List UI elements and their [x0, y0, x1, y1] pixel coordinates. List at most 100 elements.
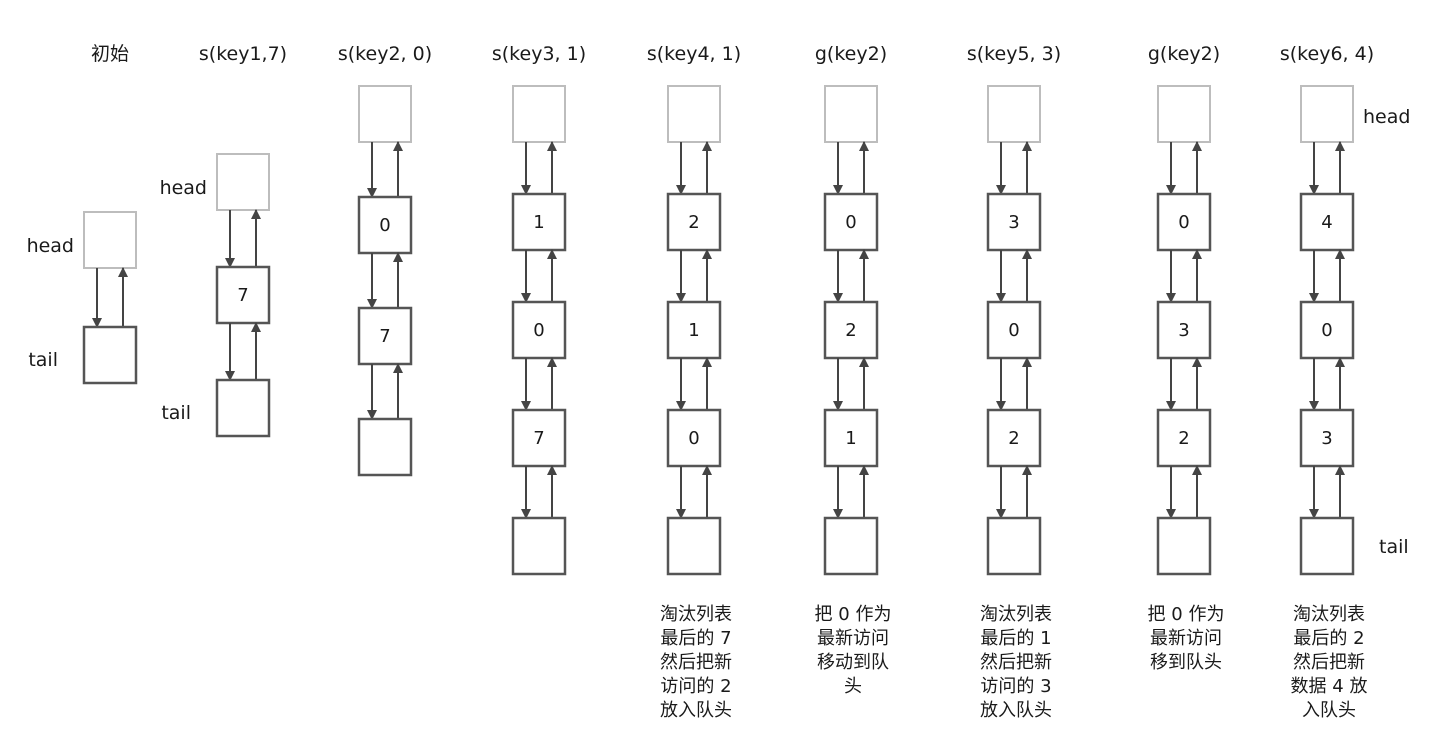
- step-note-line: 移到队头: [1150, 652, 1222, 673]
- node-value: 3: [1178, 320, 1189, 341]
- node-value: 1: [845, 428, 856, 449]
- list-node: [1156, 408, 1212, 468]
- list-node: [666, 192, 722, 252]
- node-value: 0: [379, 215, 390, 236]
- node-value: 2: [845, 320, 856, 341]
- step-title: s(key2, 0): [338, 43, 432, 65]
- list-node: [1156, 192, 1212, 252]
- step-title: s(key1,7): [199, 43, 287, 65]
- step-column: s(key3, 1)107: [492, 43, 586, 576]
- node-value: 7: [379, 326, 390, 347]
- head-node: [83, 211, 137, 269]
- step-note-line: 最新访问: [1150, 628, 1222, 649]
- list-node: [511, 192, 567, 252]
- step-note-line: 然后把新: [1293, 652, 1365, 673]
- tail-node: [1156, 516, 1212, 576]
- step-note-line: 最新访问: [817, 628, 889, 649]
- tail-node: [511, 516, 567, 576]
- head-node: [667, 85, 721, 143]
- node-value: 4: [1321, 212, 1332, 233]
- head-node: [824, 85, 878, 143]
- head-label: head: [1363, 106, 1410, 128]
- step-note-line: 淘汰列表: [660, 604, 732, 625]
- step-note-line: 然后把新: [980, 652, 1052, 673]
- list-node: [357, 306, 413, 366]
- step-note-line: 然后把新: [660, 652, 732, 673]
- node-value: 7: [533, 428, 544, 449]
- step-title: s(key4, 1): [647, 43, 741, 65]
- step-title: s(key3, 1): [492, 43, 586, 65]
- tail-node: [82, 325, 138, 385]
- head-node: [216, 153, 270, 211]
- list-node: [823, 408, 879, 468]
- step-note-line: 放入队头: [660, 700, 732, 721]
- list-node: [511, 300, 567, 360]
- node-value: 2: [688, 212, 699, 233]
- step-note-line: 淘汰列表: [1293, 604, 1365, 625]
- node-value: 2: [1178, 428, 1189, 449]
- node-value: 0: [688, 428, 699, 449]
- step-note-line: 访问的 3: [980, 676, 1051, 697]
- tail-node: [1299, 516, 1355, 576]
- step-column: s(key1,7) 7 head tail: [160, 43, 287, 438]
- list-node: [666, 408, 722, 468]
- step-column: s(key2, 0) 0 7: [338, 43, 432, 477]
- step-note-line: 数据 4 放: [1291, 676, 1368, 697]
- step-note-line: 入队头: [1302, 700, 1356, 721]
- step-note-line: 淘汰列表: [980, 604, 1052, 625]
- list-node: [823, 192, 879, 252]
- step-note-line: 访问的 2: [660, 676, 731, 697]
- step-note-line: 移动到队: [817, 652, 889, 673]
- step-note-line: 放入队头: [980, 700, 1052, 721]
- step-title: g(key2): [815, 43, 887, 65]
- tail-node: [823, 516, 879, 576]
- step-note-line: 最后的 2: [1293, 628, 1364, 649]
- step-note-line: 头: [844, 676, 862, 697]
- head-node: [358, 85, 412, 143]
- node-value: 2: [1008, 428, 1019, 449]
- node-value: 3: [1321, 428, 1332, 449]
- list-node: [357, 195, 413, 255]
- step-title: s(key6, 4): [1280, 43, 1374, 65]
- tail-node: [666, 516, 722, 576]
- node-value: 7: [237, 285, 248, 306]
- head-node: [1157, 85, 1211, 143]
- tail-node: [357, 417, 413, 477]
- list-node: [1299, 408, 1355, 468]
- node-value: 0: [1008, 320, 1019, 341]
- head-node: [1300, 85, 1354, 143]
- step-title: 初始: [91, 43, 129, 65]
- head-label: head: [160, 177, 207, 199]
- step-note-line: 把 0 作为: [815, 604, 892, 625]
- step-note-line: 把 0 作为: [1148, 604, 1225, 625]
- list-node: [666, 300, 722, 360]
- list-node: [1299, 192, 1355, 252]
- step-title: g(key2): [1148, 43, 1220, 65]
- list-node: [823, 300, 879, 360]
- head-node: [987, 85, 1041, 143]
- node-value: 3: [1008, 212, 1019, 233]
- tail-label: tail: [28, 349, 58, 371]
- step-note-line: 最后的 1: [980, 628, 1051, 649]
- node-value: 0: [1321, 320, 1332, 341]
- list-node: [986, 192, 1042, 252]
- node-value: 0: [845, 212, 856, 233]
- list-node: [511, 408, 567, 468]
- step-title: s(key5, 3): [967, 43, 1061, 65]
- list-node: [1299, 300, 1355, 360]
- tail-node: [215, 378, 271, 438]
- node-value: 1: [533, 212, 544, 233]
- node-value: 0: [1178, 212, 1189, 233]
- node-value: 1: [688, 320, 699, 341]
- list-node: [986, 408, 1042, 468]
- tail-label: tail: [161, 402, 191, 424]
- tail-label: tail: [1379, 536, 1409, 558]
- step-note-line: 最后的 7: [660, 628, 731, 649]
